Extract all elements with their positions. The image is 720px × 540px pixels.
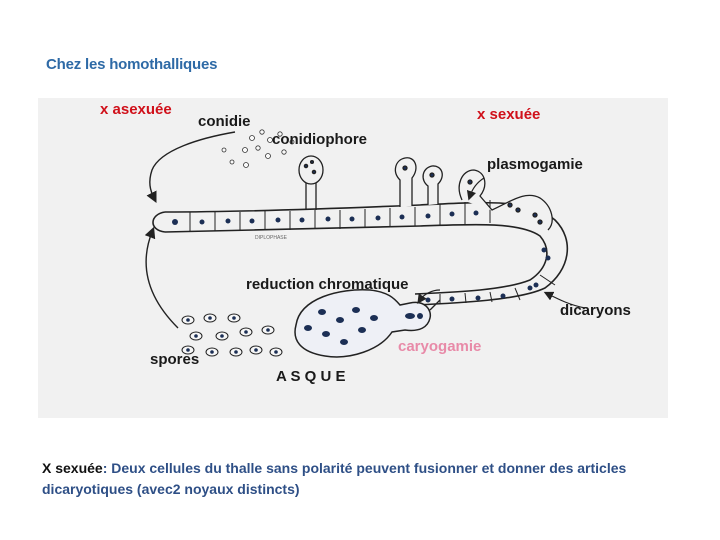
diagram-panel bbox=[38, 98, 668, 418]
label-dicaryons: dicaryons bbox=[560, 302, 631, 319]
spores-nuclei bbox=[186, 316, 278, 354]
label-conidie: conidie bbox=[198, 113, 251, 130]
reduction-arrow bbox=[417, 289, 441, 304]
page-title: Chez les homothalliques bbox=[46, 56, 218, 73]
label-asque: A S Q U E bbox=[276, 368, 346, 385]
label-reduction: reduction chromatique bbox=[246, 276, 409, 293]
label-conidiophore: conidiophore bbox=[272, 131, 367, 148]
hypha-septa bbox=[189, 200, 556, 304]
conidiophore bbox=[298, 155, 324, 210]
asque bbox=[294, 289, 432, 358]
asexual-cycle-arrow bbox=[146, 131, 236, 204]
spore-germination-arrow bbox=[144, 226, 179, 329]
ascospores bbox=[304, 307, 423, 345]
label-asexual: x asexuée bbox=[100, 101, 172, 118]
ascus-stalk bbox=[429, 299, 441, 311]
label-caryogamie: caryogamie bbox=[398, 338, 482, 355]
caption-keyword: X sexuée bbox=[42, 460, 103, 476]
caption-text: : Deux cellules du thalle sans polarité … bbox=[42, 460, 627, 497]
label-sexual: x sexuée bbox=[477, 106, 541, 123]
label-tiny: DIPLOPHASE bbox=[255, 235, 287, 241]
gametangia bbox=[394, 157, 553, 231]
hypha-nuclei bbox=[172, 210, 551, 303]
label-spores: spores bbox=[150, 351, 200, 368]
caption: X sexuée: Deux cellules du thalle sans p… bbox=[42, 458, 682, 500]
conidia bbox=[221, 129, 295, 168]
plasmogamie-arrow bbox=[466, 177, 485, 201]
label-plasmogamie: plasmogamie bbox=[487, 156, 583, 173]
dicaryons-arrow bbox=[543, 291, 586, 309]
